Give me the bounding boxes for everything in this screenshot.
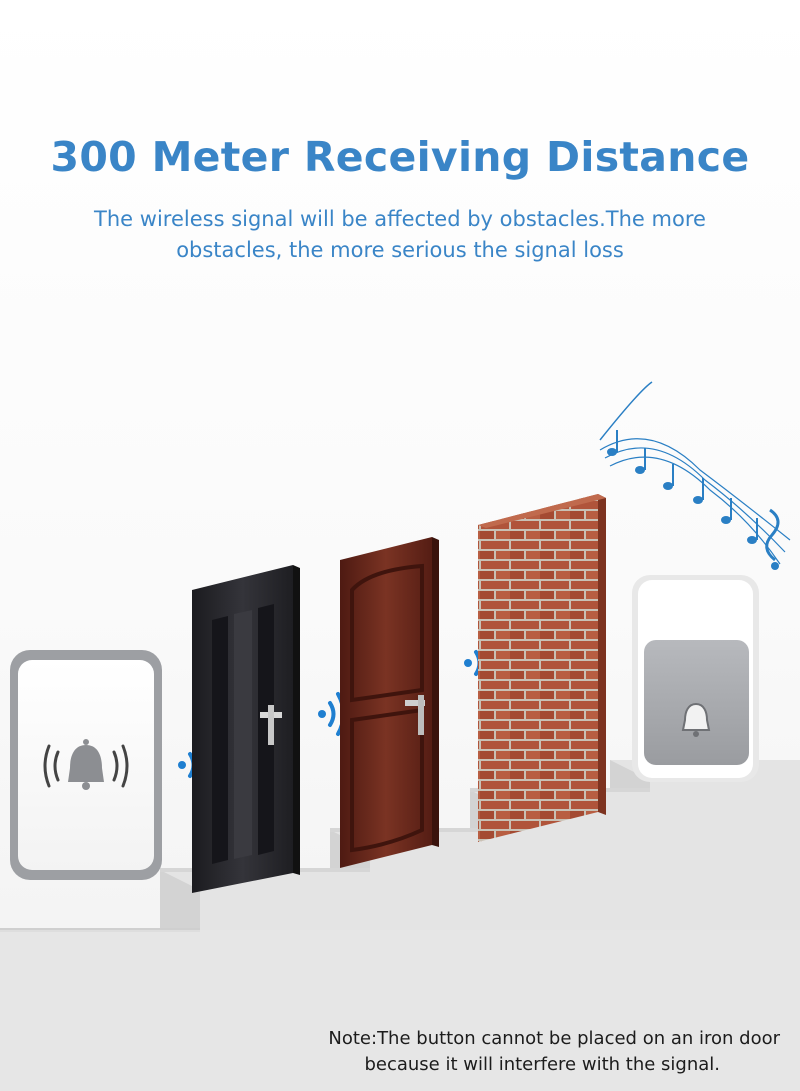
brick-wall <box>478 494 606 842</box>
doorbell-receiver <box>10 650 162 880</box>
note-text: Note:The button cannot be placed on an i… <box>180 1026 780 1078</box>
doorbell-button <box>632 575 759 782</box>
page-subtitle: The wireless signal will be affected by … <box>94 207 706 262</box>
bell-icon <box>681 702 711 737</box>
bell-icon <box>68 739 104 790</box>
illustration-scene <box>0 381 800 1091</box>
black-steel-door <box>192 565 300 893</box>
wooden-door <box>340 537 439 868</box>
page-title: 300 Meter Receiving Distance <box>50 133 750 181</box>
signal-wave-icon <box>318 692 346 736</box>
note-line-1: Note:The button cannot be placed on an i… <box>328 1028 780 1049</box>
music-notes-icon <box>599 381 791 570</box>
staircase <box>0 760 800 1091</box>
sound-waves-icon <box>43 744 129 788</box>
note-line-2: because it will interfere with the signa… <box>364 1054 720 1075</box>
